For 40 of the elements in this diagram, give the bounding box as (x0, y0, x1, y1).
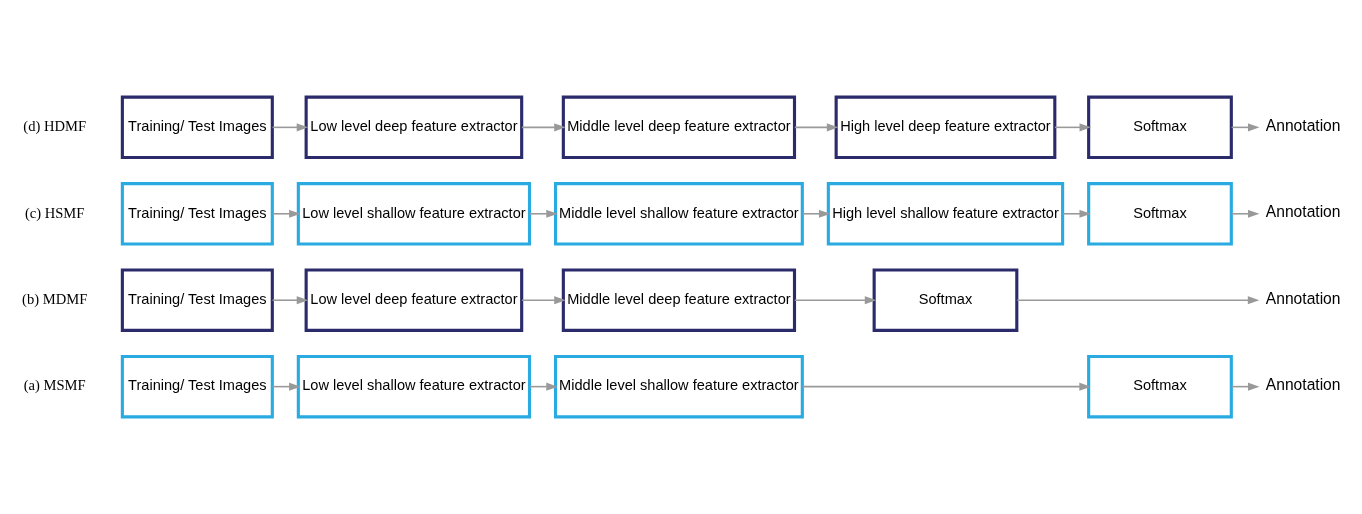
arrow (1016, 296, 1260, 305)
node-text: Annotation (1265, 376, 1341, 394)
arrow (271, 123, 309, 132)
label: (d) HDMF (23, 118, 87, 135)
node-box: Low level deep feature extractor (304, 268, 524, 332)
node-box: Middle level shallow feature extractor (553, 354, 804, 419)
arrow (1061, 209, 1091, 218)
node-box: Training/ Test Images (120, 182, 274, 246)
node-box: Low level deep feature extractor (304, 95, 524, 160)
node-box: Training/ Test Images (120, 268, 274, 332)
node-box: Softmax (1087, 182, 1233, 246)
node-box: Low level shallow feature extractor (296, 182, 532, 246)
node-box: High level deep feature extractor (834, 95, 1057, 160)
arrow (521, 123, 566, 132)
node-box: Softmax (1087, 95, 1233, 160)
node-text: Annotation (1265, 203, 1341, 221)
node-box: Training/ Test Images (120, 354, 274, 419)
label: (a) MSMF (23, 377, 86, 394)
arrow (794, 123, 839, 132)
arrow (271, 209, 301, 218)
node-box: Softmax (872, 268, 1019, 332)
arrow (1230, 209, 1260, 218)
arrow (1054, 123, 1091, 132)
label: (b) MDMF (22, 291, 88, 308)
node-box: Middle level deep feature extractor (561, 268, 797, 332)
label: (c) HSMF (24, 204, 85, 221)
arrow (794, 296, 877, 305)
node-box: Middle level shallow feature extractor (553, 182, 804, 246)
arrow (528, 209, 558, 218)
node-text: Annotation (1265, 117, 1341, 135)
node-text: Annotation (1265, 289, 1341, 307)
node-box: High level shallow feature extractor (826, 182, 1065, 246)
arrow (801, 382, 1091, 391)
node-box: Softmax (1087, 354, 1233, 419)
node-box: Middle level deep feature extractor (561, 95, 797, 160)
arrow (801, 209, 831, 218)
node-box: Training/ Test Images (120, 95, 274, 160)
node-box: Low level shallow feature extractor (296, 354, 532, 419)
arrow (521, 296, 566, 305)
arrow (271, 296, 309, 305)
